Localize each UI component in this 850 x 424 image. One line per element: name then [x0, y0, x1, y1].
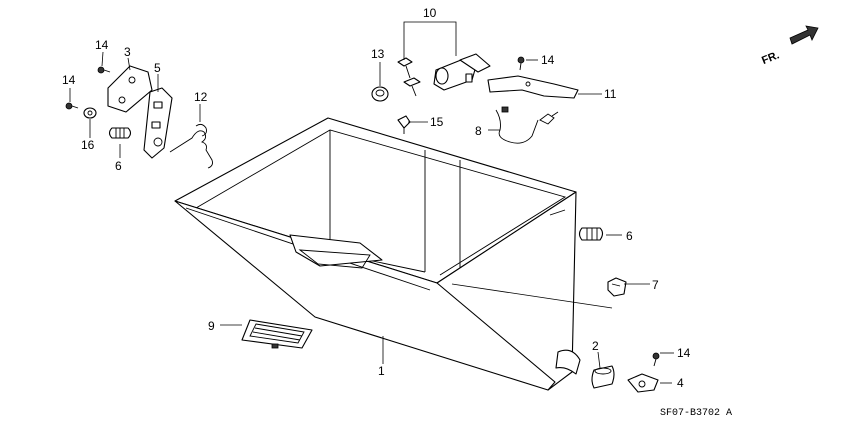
- handle-part-9: [241, 319, 313, 349]
- callout-5: 5: [154, 61, 161, 75]
- latch-rod-part-11: [487, 75, 579, 99]
- callout-10: 10: [423, 6, 437, 20]
- callout-6-right: 6: [626, 229, 633, 243]
- hinge-bracket-part-5: [143, 87, 173, 159]
- callout-16: 16: [81, 138, 95, 152]
- front-direction-indicator: FR.: [760, 25, 819, 67]
- callout-14-left: 14: [62, 73, 76, 87]
- cable-part-8: [495, 106, 559, 144]
- clip-part-15: [397, 115, 411, 134]
- damper-part-6-right: [578, 227, 604, 241]
- screw-part-14-bottom-right: [652, 352, 660, 367]
- screw-part-14-top-right: [517, 56, 525, 71]
- callout-14-upper-left: 14: [95, 38, 109, 52]
- callout-7: 7: [652, 278, 659, 292]
- lock-cylinder-part-10: [397, 53, 491, 97]
- front-arrow-icon: [789, 25, 819, 45]
- bushing-part-2: [591, 365, 615, 389]
- direction-label: FR.: [760, 49, 781, 67]
- callout-2: 2: [592, 339, 599, 353]
- cap-part-13: [371, 86, 389, 102]
- callout-1: 1: [378, 364, 385, 378]
- callout-15: 15: [430, 115, 444, 129]
- clamp-part-4: [627, 373, 659, 393]
- screw-part-14-upper-left: [97, 66, 111, 74]
- callout-3: 3: [124, 45, 131, 59]
- catch-part-7: [607, 277, 627, 297]
- callout-14-bottom-right: 14: [677, 346, 691, 360]
- damper-part-6-left: [108, 127, 132, 139]
- callout-12: 12: [194, 90, 208, 104]
- callout-14-top-right: 14: [541, 53, 555, 67]
- glove-box-body: [174, 117, 581, 391]
- washer-part-16: [83, 107, 97, 119]
- callout-13: 13: [371, 47, 385, 61]
- callout-6-left: 6: [115, 159, 122, 173]
- leader-lines: [69, 21, 674, 384]
- callout-9: 9: [208, 319, 215, 333]
- callout-11: 11: [604, 87, 617, 101]
- screw-part-14-left: [65, 102, 79, 110]
- spring-part-12: [169, 123, 213, 169]
- callout-labels: 1 2 3 4 5 6 6 7 8 9 10 11 12 13 14 14 14…: [62, 6, 691, 390]
- plate-part-3: [107, 65, 153, 113]
- callout-8: 8: [475, 124, 482, 138]
- drawing-code: SF07-B3702 A: [660, 408, 732, 419]
- callout-4: 4: [677, 376, 684, 390]
